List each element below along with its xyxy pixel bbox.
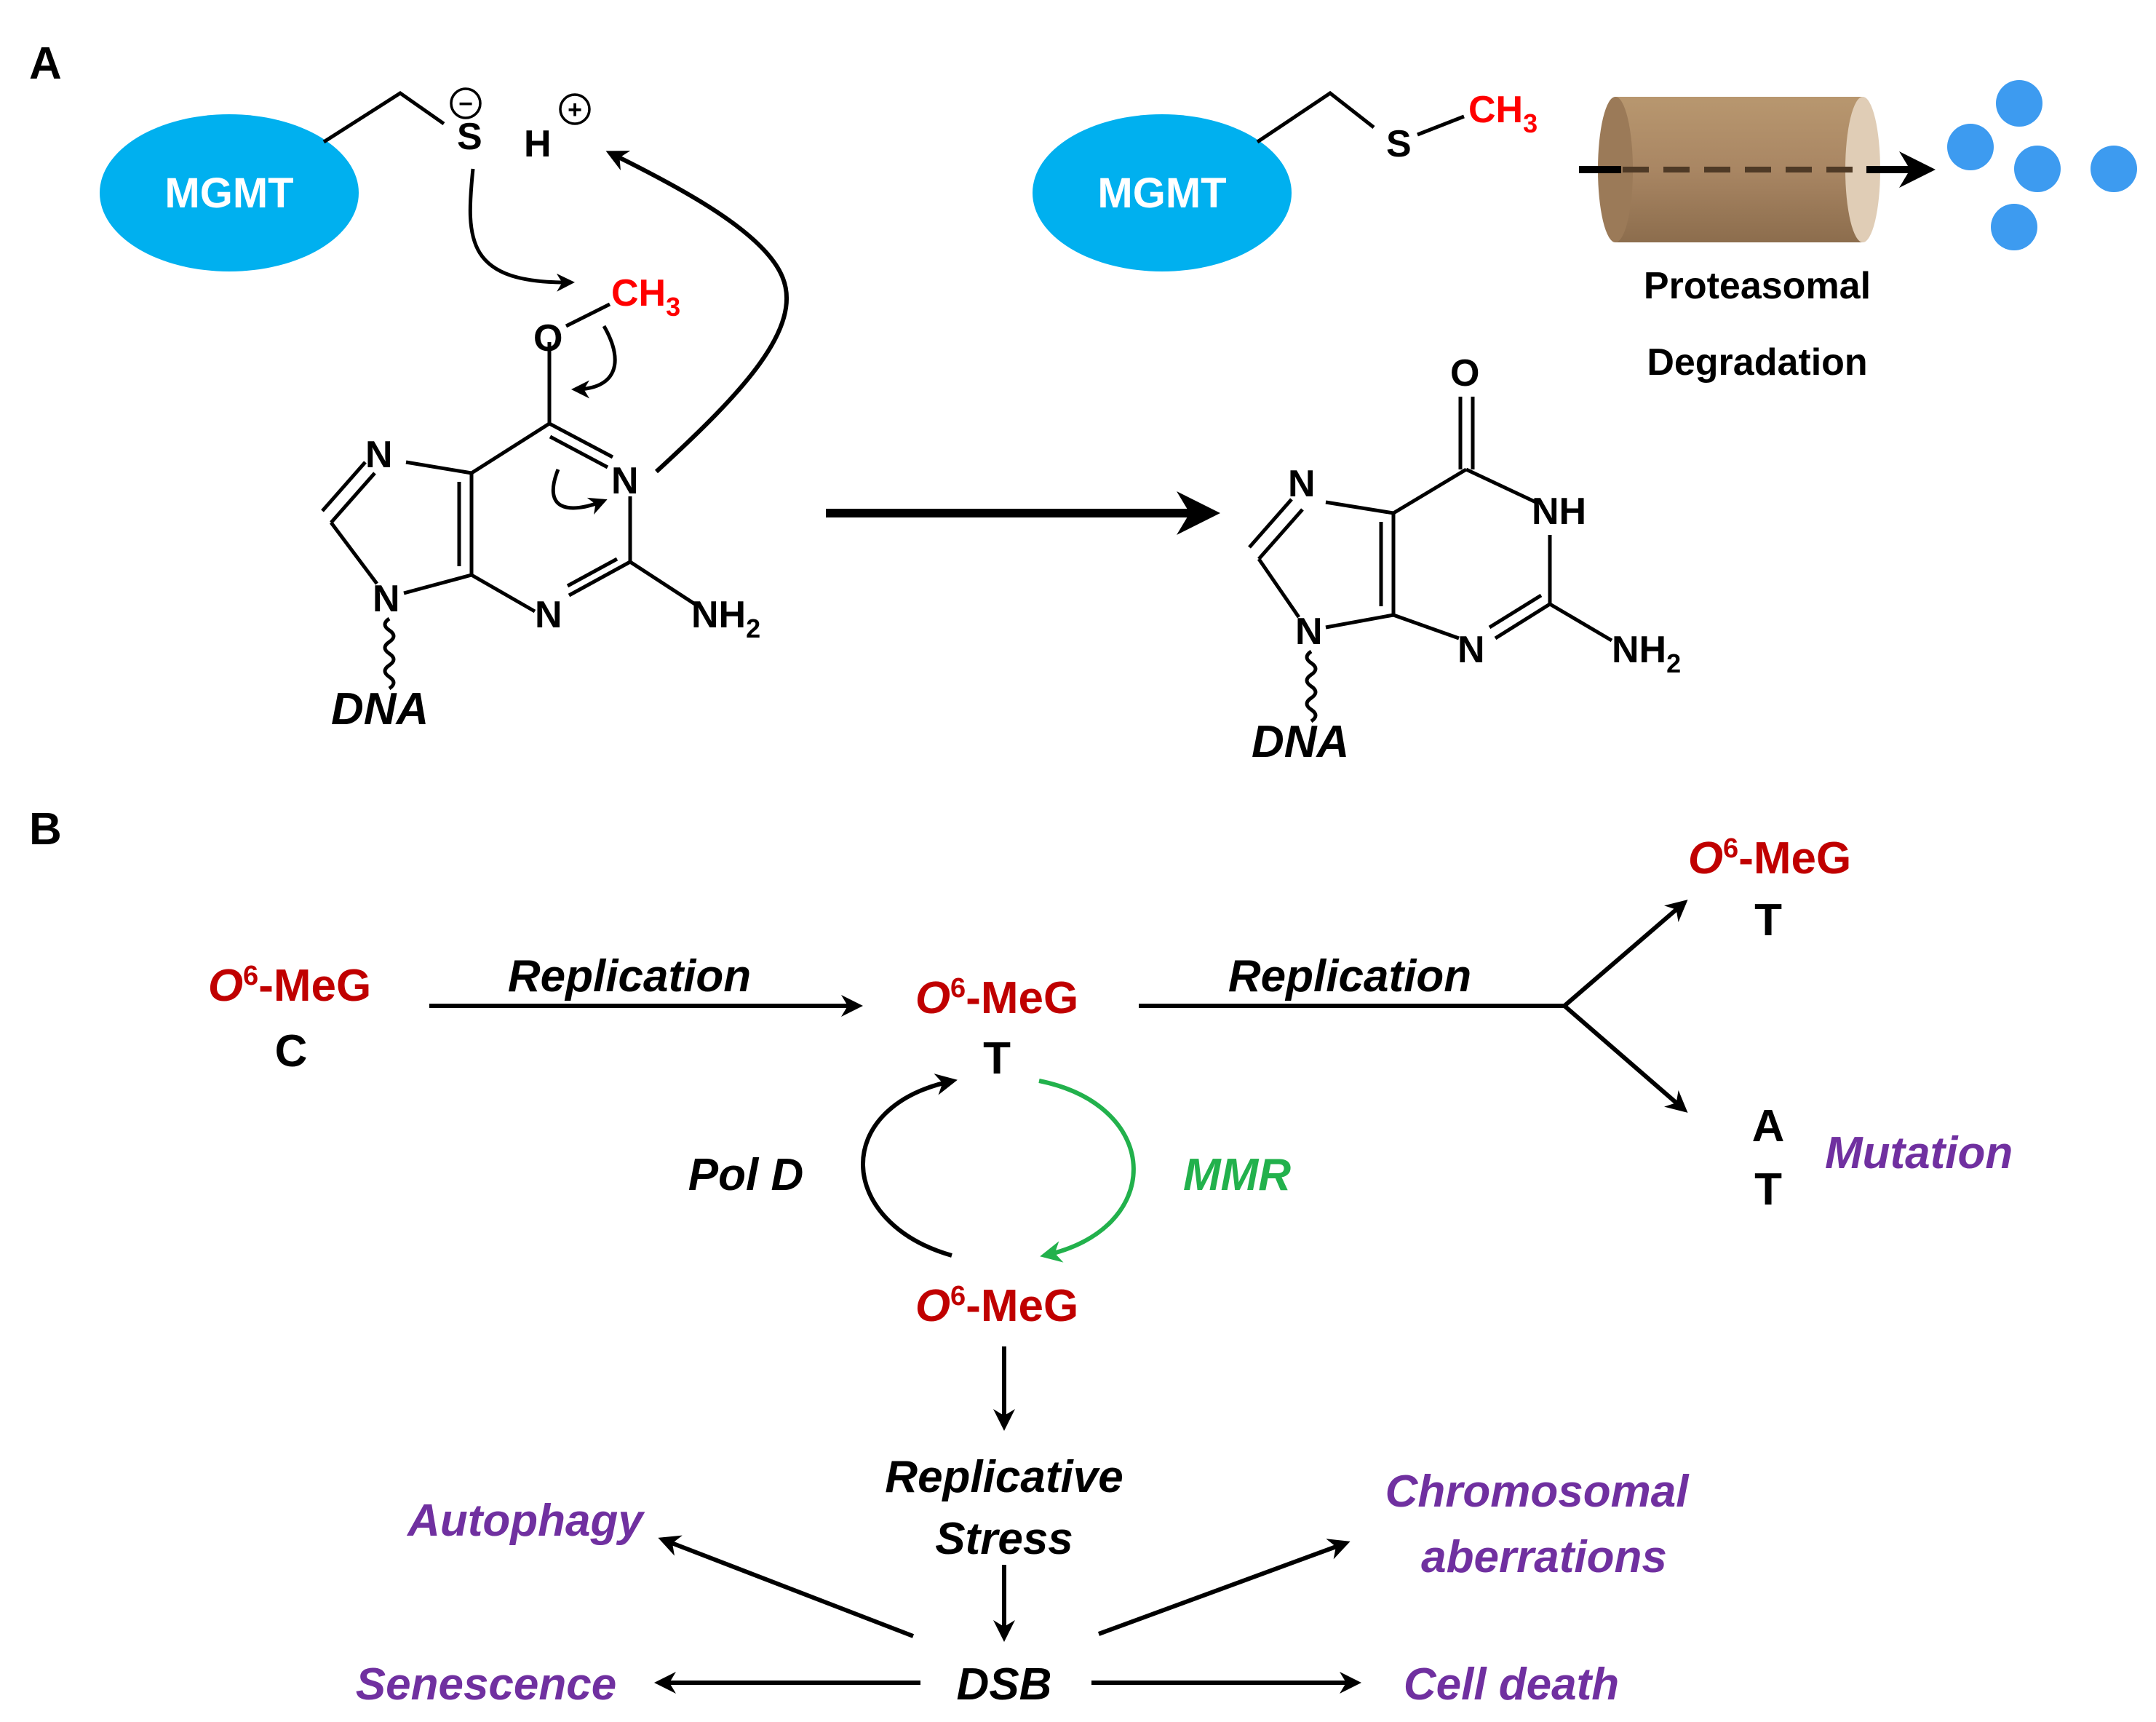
electron-push-arrow-2 bbox=[551, 469, 608, 515]
transferred-methyl: CH3 bbox=[1468, 89, 1538, 138]
cys-chain-right bbox=[1256, 90, 1375, 144]
mgmt-ellipse-right bbox=[1033, 114, 1292, 271]
minus-charge-circle bbox=[450, 87, 482, 119]
base-a-mutation: A bbox=[1752, 1101, 1785, 1151]
n7-atom: N bbox=[365, 434, 393, 476]
mgmt-label-right: MGMT bbox=[1097, 170, 1226, 217]
minus-charge: − bbox=[458, 90, 473, 118]
pol-d-cycle-arrow bbox=[861, 1074, 958, 1258]
amino-group-right: NH2 bbox=[1612, 629, 1681, 678]
replication-label-1: Replication bbox=[508, 951, 751, 1001]
guanine-n1h: NH bbox=[1532, 491, 1586, 533]
base-t-mutation: T bbox=[1754, 1164, 1782, 1215]
guanine-o6: O bbox=[1450, 352, 1479, 394]
panel-a-label: A bbox=[29, 39, 62, 89]
stress-label: Stress bbox=[935, 1514, 1073, 1564]
n3-atom: N bbox=[535, 594, 562, 636]
cys-chain-left bbox=[322, 90, 445, 144]
o6-oxygen: O bbox=[533, 317, 562, 360]
panel-b-label: B bbox=[29, 804, 62, 854]
branch-down-arrow bbox=[1563, 1004, 1688, 1113]
n1-atom: N bbox=[611, 460, 639, 502]
thiolate-attack-arrow bbox=[468, 168, 575, 292]
base-c: C bbox=[275, 1026, 308, 1076]
branch-up-arrow bbox=[1563, 900, 1688, 1008]
chromosomal-label: Chromosomal bbox=[1385, 1467, 1690, 1517]
senescence-label: Senescence bbox=[356, 1659, 616, 1710]
autophagy-label: Autophagy bbox=[406, 1496, 645, 1546]
o6meg-c-top: O6-MeG bbox=[208, 961, 371, 1011]
o6meg-t-top: O6-MeG bbox=[915, 973, 1078, 1023]
cell-death-label: Cell death bbox=[1404, 1659, 1619, 1710]
guanine-structure bbox=[1248, 397, 1613, 723]
o6meg-bottom: O6-MeG bbox=[915, 1281, 1078, 1331]
replicative-label: Replicative bbox=[885, 1452, 1123, 1502]
guanine-n9: N bbox=[1295, 611, 1323, 653]
dsb-label: DSB bbox=[957, 1659, 1052, 1710]
base-t-middle: T bbox=[983, 1033, 1011, 1084]
methylated-s: S bbox=[1386, 123, 1412, 165]
autophagy-arrow bbox=[658, 1535, 915, 1638]
dna-label-right: DNA bbox=[1252, 717, 1349, 767]
chromosomal-arrow bbox=[1097, 1539, 1351, 1636]
o6meg-t-right: O6-MeG bbox=[1688, 833, 1851, 884]
aberrations-label: aberrations bbox=[1421, 1532, 1667, 1582]
thiolate-s: S bbox=[457, 116, 482, 158]
mgmt-enzyme-left: MGMT bbox=[100, 114, 359, 271]
dna-label-left: DNA bbox=[331, 684, 429, 734]
mutation-label: Mutation bbox=[1825, 1128, 2013, 1178]
guanine-n7: N bbox=[1288, 463, 1316, 505]
mgmt-ellipse-left bbox=[100, 114, 359, 271]
o6-methylguanine-structure bbox=[321, 302, 696, 691]
peptide-fragments bbox=[1947, 80, 2137, 250]
amino-group-left: NH2 bbox=[691, 594, 760, 643]
mmr-cycle-arrow bbox=[1038, 1079, 1136, 1263]
degradation-label-2: Degradation bbox=[1647, 341, 1867, 384]
degradation-label-1: Proteasomal bbox=[1644, 265, 1871, 307]
mmr-label: MMR bbox=[1183, 1150, 1291, 1200]
base-t-right: T bbox=[1754, 895, 1782, 945]
pol-d-label: Pol D bbox=[688, 1150, 803, 1200]
proton-h: H bbox=[524, 123, 552, 165]
replication-label-2: Replication bbox=[1228, 951, 1471, 1001]
protonation-arrow bbox=[605, 151, 789, 474]
electron-push-arrow-1 bbox=[571, 325, 617, 399]
plus-charge-circle bbox=[559, 93, 591, 125]
guanine-n3: N bbox=[1457, 629, 1485, 671]
methyl-group: CH3 bbox=[611, 272, 680, 322]
plus-charge: + bbox=[568, 96, 582, 124]
mgmt-enzyme-right: MGMT bbox=[1033, 114, 1292, 271]
s-methyl-bond bbox=[1417, 114, 1465, 137]
n9-atom: N bbox=[373, 578, 400, 620]
mgmt-label-left: MGMT bbox=[164, 170, 293, 217]
